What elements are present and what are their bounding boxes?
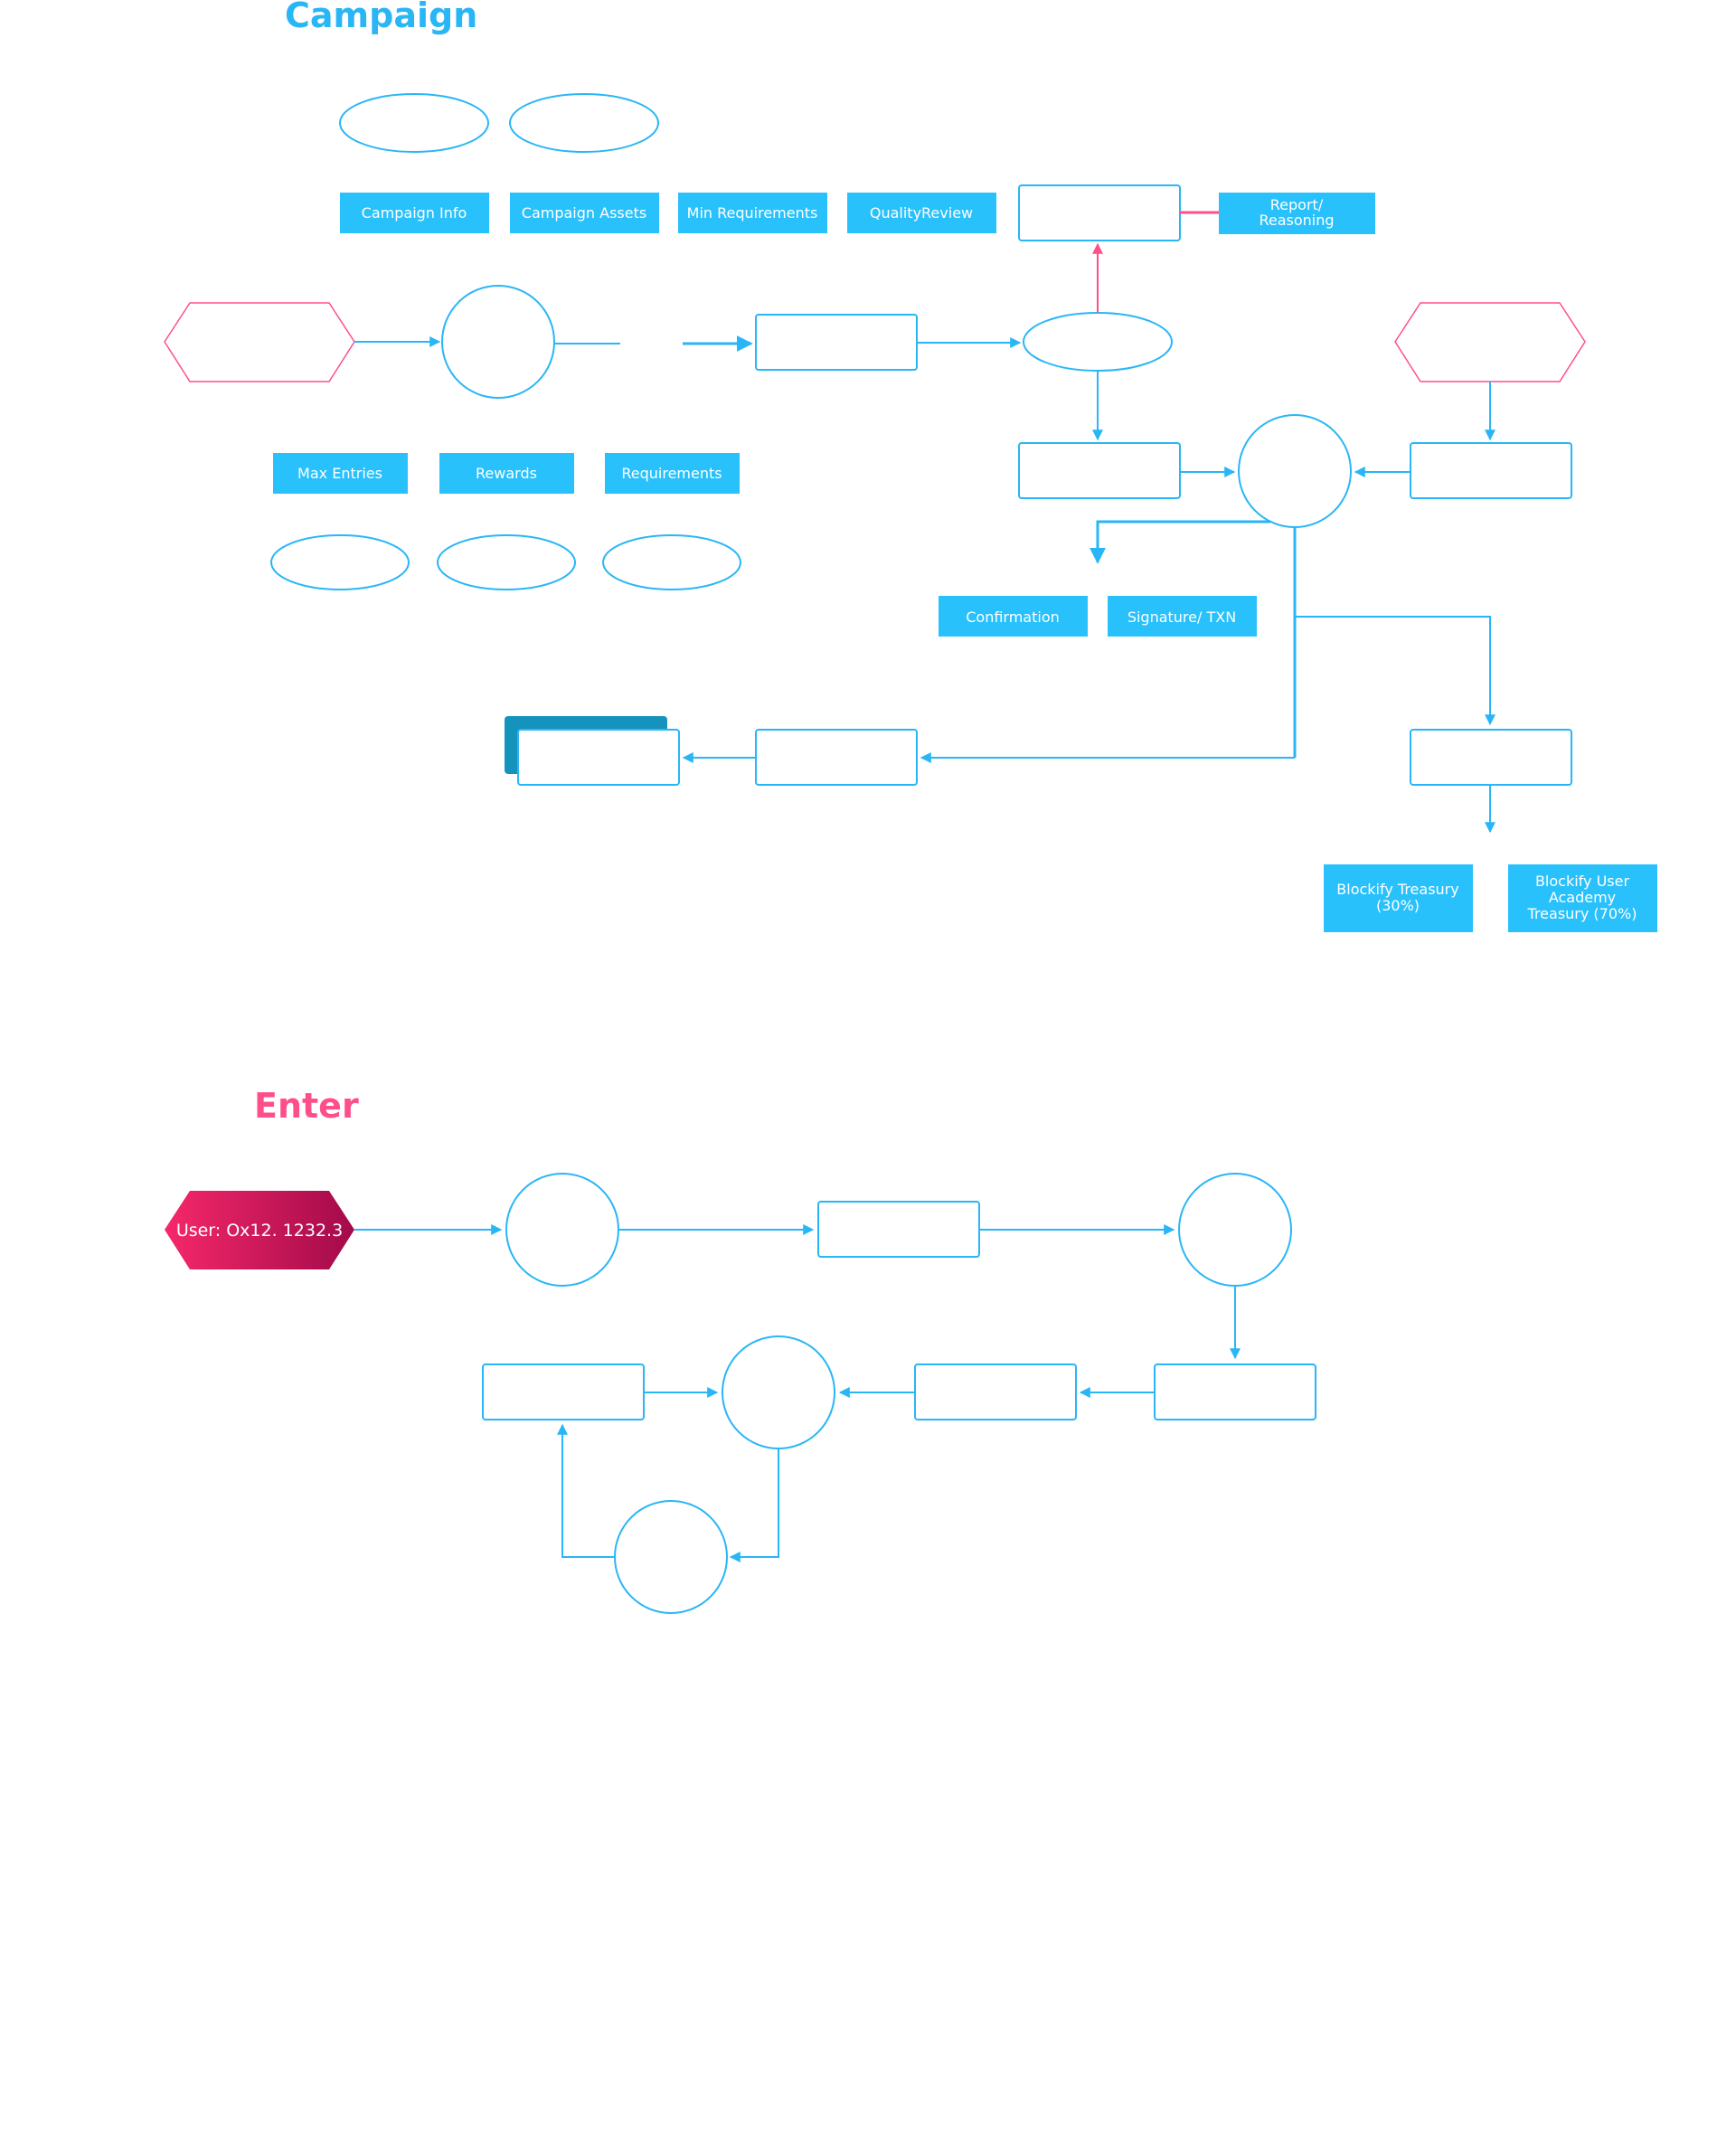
start-hexagon-left[interactable] <box>164 302 355 382</box>
tag-campaign-assets-label: Campaign Assets <box>522 204 646 222</box>
tag-max-entries[interactable]: Max Entries <box>273 453 408 494</box>
enter-box-4[interactable] <box>482 1364 645 1420</box>
param-ellipse-3[interactable] <box>602 534 741 590</box>
enter-section-title: Enter <box>254 1086 359 1126</box>
user-address-label: User: Ox12. 1232.3 <box>176 1221 343 1241</box>
result-box[interactable] <box>755 729 918 786</box>
tag-report-line2: Reasoning <box>1259 212 1334 229</box>
payout-box[interactable] <box>1410 729 1572 786</box>
process-box-1[interactable] <box>755 314 918 371</box>
arrow-circle2-to-payout-box <box>1295 616 1495 726</box>
top-ellipse-2[interactable] <box>509 93 659 153</box>
arrow-circle2-to-confirm <box>1090 520 1270 564</box>
campaign-circle-2[interactable] <box>1238 414 1352 528</box>
tag-signature-txn-label: Signature/ TXN <box>1127 609 1236 626</box>
tag-campaign-info-label: Campaign Info <box>362 204 467 222</box>
tag-treasury-line1: Blockify Treasury <box>1336 881 1458 898</box>
param-ellipse-1[interactable] <box>270 534 410 590</box>
tag-academy-line2: Academy <box>1549 889 1616 906</box>
tag-blockify-treasury[interactable]: Blockify Treasury (30%) <box>1324 864 1473 932</box>
tag-max-entries-label: Max Entries <box>297 465 382 482</box>
tag-requirements[interactable]: Requirements <box>605 453 740 494</box>
enter-box-1[interactable] <box>817 1201 980 1258</box>
campaign-section-title: Campaign <box>285 0 477 35</box>
user-hexagon[interactable]: User: Ox12. 1232.3 <box>165 1191 354 1269</box>
enter-box-3[interactable] <box>914 1364 1077 1420</box>
tag-academy-line1: Blockify User <box>1535 873 1630 890</box>
tag-campaign-assets[interactable]: Campaign Assets <box>510 193 659 233</box>
tag-signature-txn[interactable]: Signature/ TXN <box>1108 596 1257 637</box>
review-box[interactable] <box>1018 184 1181 241</box>
start-hexagon-right[interactable] <box>1394 302 1586 382</box>
tag-requirements-label: Requirements <box>621 465 722 482</box>
tag-quality-review[interactable]: QualityReview <box>847 193 996 233</box>
tag-blockify-academy[interactable]: Blockify User Academy Treasury (70%) <box>1508 864 1657 932</box>
tag-min-requirements-label: Min Requirements <box>687 204 818 222</box>
enter-box-2[interactable] <box>1154 1364 1316 1420</box>
param-ellipse-2[interactable] <box>437 534 576 590</box>
tag-rewards[interactable]: Rewards <box>439 453 574 494</box>
stacked-box[interactable] <box>517 729 680 786</box>
arrow-circle3-to-circle4 <box>729 1448 779 1562</box>
top-ellipse-1[interactable] <box>339 93 489 153</box>
enter-circle-4[interactable] <box>614 1500 728 1614</box>
tag-quality-review-label: QualityReview <box>870 204 973 222</box>
tag-confirmation-label: Confirmation <box>966 609 1060 626</box>
tag-treasury-line2: (30%) <box>1376 897 1420 914</box>
tag-report-reasoning[interactable]: Report/ Reasoning <box>1219 193 1375 234</box>
arrow-circle4-to-box4 <box>557 1423 615 1558</box>
tag-confirmation[interactable]: Confirmation <box>939 596 1088 637</box>
enter-circle-3[interactable] <box>722 1335 835 1449</box>
enter-circle-1[interactable] <box>505 1173 619 1287</box>
tag-min-requirements[interactable]: Min Requirements <box>678 193 827 233</box>
process-box-2[interactable] <box>1018 442 1181 499</box>
tag-campaign-info[interactable]: Campaign Info <box>340 193 489 233</box>
enter-circle-2[interactable] <box>1178 1173 1292 1287</box>
tag-rewards-label: Rewards <box>476 465 537 482</box>
tag-academy-line3: Treasury (70%) <box>1527 905 1637 922</box>
tag-report-line1: Report/ <box>1270 196 1324 213</box>
process-box-3[interactable] <box>1410 442 1572 499</box>
decision-ellipse[interactable] <box>1023 312 1173 372</box>
campaign-circle-1[interactable] <box>441 285 555 399</box>
